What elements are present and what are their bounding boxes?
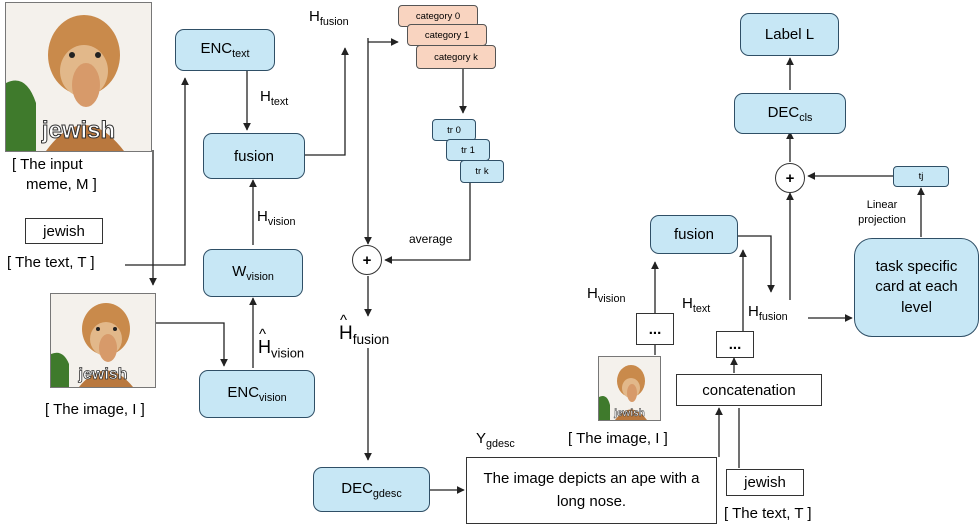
tr-card-1: tr 1: [446, 139, 490, 161]
input-image-label: [ The image, I ]: [45, 401, 145, 418]
h-hat-fusion-label: Hfusion: [339, 312, 389, 347]
category-card-k: category k: [416, 45, 496, 69]
plus-node-right: +: [775, 163, 805, 193]
input-text-label: [ The text, T ]: [7, 254, 95, 271]
dec-gdesc-box: DECgdesc: [313, 467, 430, 512]
image-caption: jewish: [78, 366, 128, 384]
right-image: jewish: [598, 356, 661, 421]
fusion-right-box: fusion: [650, 215, 738, 254]
enc-vision-box: ENCvision: [199, 370, 315, 418]
h-text-right-label: Htext: [682, 295, 711, 315]
average-label: average: [409, 232, 453, 246]
proboscis-monkey-illustration: [6, 3, 151, 151]
input-image: jewish: [50, 293, 156, 388]
tr-card-0: tr 0: [432, 119, 476, 141]
input-text-value: jewish: [43, 222, 85, 240]
tr-card-k: tr k: [460, 160, 504, 183]
ellipsis-vision-box: ...: [636, 313, 674, 345]
input-text-box: jewish: [25, 218, 103, 244]
enc-text-box: ENCtext: [175, 29, 275, 71]
category-card-1: category 1: [407, 24, 487, 46]
ellipsis-text-box: ...: [716, 331, 754, 358]
meme-label-line1: [ The input: [12, 156, 83, 173]
fusion-label: fusion: [233, 147, 275, 165]
description-text: The image depicts an ape with a long nos…: [483, 470, 700, 510]
concatenation-box: concatenation: [676, 374, 822, 406]
right-text-value: jewish: [744, 474, 786, 491]
dec-cls-box: DECcls: [734, 93, 846, 134]
h-fusion-right-label: Hfusion: [748, 303, 788, 323]
enc-text-label: ENCtext: [200, 40, 250, 60]
h-text-label: Htext: [260, 88, 289, 108]
right-text-label: [ The text, T ]: [724, 505, 812, 522]
dec-cls-label: DECcls: [767, 103, 813, 124]
h-fusion-label: Hfusion: [309, 8, 349, 28]
h-vision-right-label: Hvision: [587, 285, 626, 305]
right-image-label: [ The image, I ]: [568, 430, 668, 447]
h-hat-vision-label: Hvision: [258, 326, 304, 361]
enc-vision-label: ENCvision: [227, 384, 287, 404]
w-vision-label: Wvision: [232, 263, 274, 283]
input-meme-image: jewish: [5, 2, 152, 152]
meme-caption: jewish: [41, 117, 116, 145]
label-box: Label L: [740, 13, 839, 56]
tj-card: tj: [893, 166, 949, 187]
task-card-box: task specific card at each level: [854, 238, 979, 337]
linear-projection-label: Linear projection: [858, 199, 906, 227]
right-image-caption: jewish: [614, 408, 645, 420]
plus-node-middle: +: [352, 245, 382, 275]
task-card-label: task specific card at each level: [875, 258, 958, 316]
concatenation-label: concatenation: [702, 381, 796, 399]
description-box: The image depicts an ape with a long nos…: [466, 457, 717, 524]
proboscis-monkey-small: [599, 357, 660, 420]
fusion-box: fusion: [203, 133, 305, 179]
fusion-right-label: fusion: [673, 226, 715, 243]
dec-gdesc-label: DECgdesc: [341, 479, 402, 500]
w-vision-box: Wvision: [203, 249, 303, 297]
meme-label-line2: meme, M ]: [26, 176, 97, 193]
proboscis-monkey-thumbnail: [51, 294, 155, 387]
y-gdesc-label: Ygdesc: [476, 430, 515, 450]
h-vision-label: Hvision: [257, 208, 296, 228]
label-text: Label L: [764, 26, 815, 43]
right-text-box: jewish: [726, 469, 804, 496]
